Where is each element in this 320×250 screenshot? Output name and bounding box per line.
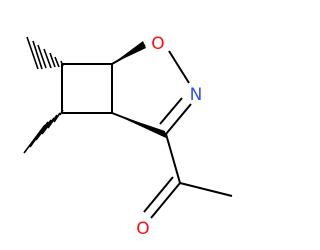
hashed-wedge-c2-methyl <box>23 109 64 154</box>
bond-carbonyl-oxygen <box>150 182 181 219</box>
molecule-structure: O N O <box>23 34 233 239</box>
bond-o-n <box>168 50 190 84</box>
wedge-c5-o <box>112 41 146 64</box>
bond-n-c4 <box>165 103 192 135</box>
ring-nitrogen-label: N <box>190 85 203 105</box>
bond-carbonyl-oxygen-double <box>143 176 174 213</box>
bond-c4-carbonyl <box>165 133 181 184</box>
wedge-c3-c4 <box>112 113 166 138</box>
bond-n-c4-double <box>159 97 183 125</box>
bond-carbonyl-methyl <box>179 182 233 197</box>
carbonyl-oxygen-label: O <box>136 219 149 239</box>
hashed-wedge-c1-methyl <box>26 36 64 70</box>
ring-oxygen-label: O <box>151 34 164 54</box>
